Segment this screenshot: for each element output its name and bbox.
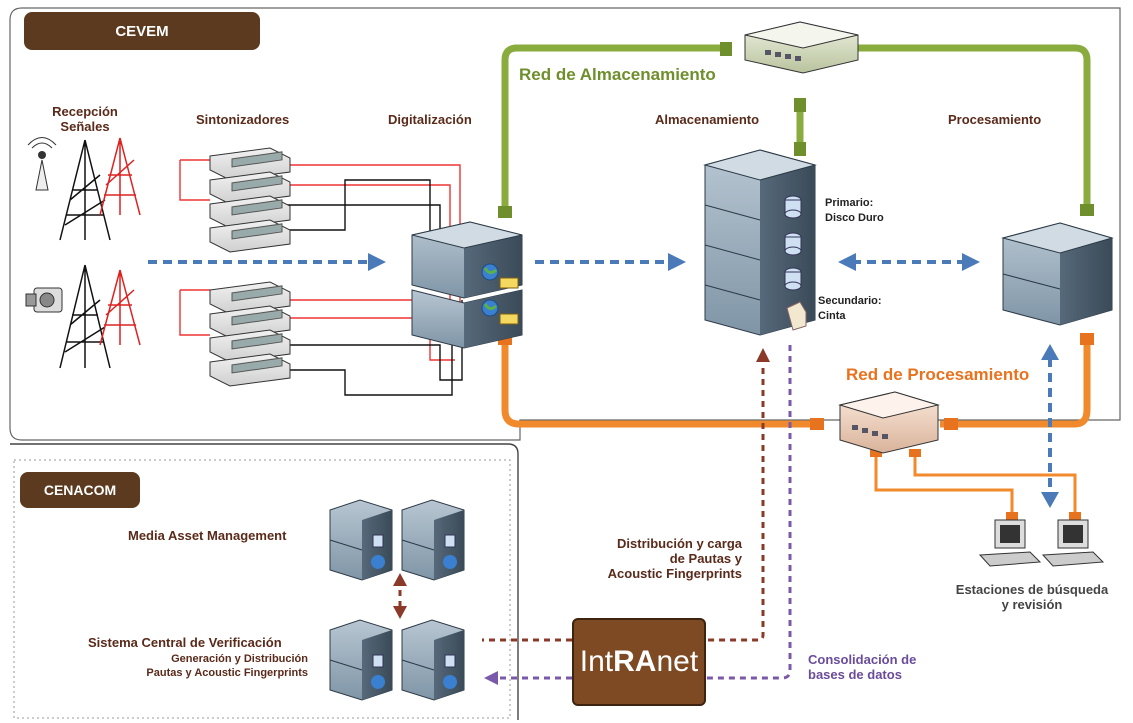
digitization-label: Digitalización xyxy=(388,112,472,127)
mam-label: Media Asset Management xyxy=(128,528,287,543)
cenacom-panel xyxy=(10,443,519,720)
satellite-receiver-icon xyxy=(27,137,57,191)
intranet-emphasis: RA xyxy=(613,645,657,678)
reception-label: Recepción Señales xyxy=(52,104,118,134)
storage-label: Almacenamiento xyxy=(655,112,760,127)
tower-icon xyxy=(59,264,111,369)
tuner-stack-top xyxy=(209,147,291,253)
processing-server xyxy=(1001,222,1114,326)
processing-label: Procesamiento xyxy=(948,112,1042,127)
tuner-stack-bottom xyxy=(209,281,291,387)
tower-icon xyxy=(99,137,141,216)
consolidation-label: Consolidación de bases de datos xyxy=(808,652,917,682)
storage-network-switch xyxy=(744,21,859,74)
workstations-label: Estaciones de búsqueda y revisión xyxy=(955,582,1109,612)
processing-network-switch xyxy=(838,391,940,454)
cevem-panel xyxy=(9,7,1121,441)
processing-network-label: Red de Procesamiento xyxy=(846,365,1030,384)
intranet-prefix: Int xyxy=(579,645,614,678)
central-verification-servers xyxy=(329,619,465,701)
secondary-storage-label: Secundario: Cinta xyxy=(818,295,882,322)
blue-flows xyxy=(148,260,1052,495)
distribution-label: Distribución y carga de Pautas y Acousti… xyxy=(607,536,742,581)
distribution-arrowheads xyxy=(393,348,770,619)
video-camera-icon xyxy=(25,287,63,313)
consolidation-arrowhead xyxy=(484,671,498,685)
cevem-tag: CEVEM xyxy=(24,12,260,50)
distribution-flow xyxy=(398,368,765,642)
workstation-icon xyxy=(1041,519,1105,567)
cenacom-label: CENACOM xyxy=(43,482,117,498)
workstation-icon xyxy=(978,519,1042,567)
intranet-suffix: net xyxy=(656,645,699,678)
storage-server xyxy=(703,149,817,336)
cenacom-tag: CENACOM xyxy=(20,472,140,508)
cenacom-inner-border xyxy=(13,459,511,719)
primary-storage-label: Primario: Disco Duro xyxy=(825,197,884,224)
processing-network-links xyxy=(501,340,1091,428)
blue-arrowheads xyxy=(368,253,1059,508)
digitization-server xyxy=(411,221,523,349)
cevem-label: CEVEM xyxy=(115,22,169,40)
tower-icon xyxy=(99,269,141,346)
mam-servers xyxy=(329,499,465,581)
tuners-label: Sintonizadores xyxy=(196,112,290,127)
central-verification-title: Sistema Central de Verificación xyxy=(88,635,282,650)
tower-icon xyxy=(59,139,111,241)
central-verification-subtitle: Generación y Distribución Pautas y Acous… xyxy=(146,653,308,679)
workstation-links xyxy=(874,452,1077,515)
consolidation-flow xyxy=(498,345,792,680)
storage-network-label: Red de Almacenamiento xyxy=(519,65,716,84)
